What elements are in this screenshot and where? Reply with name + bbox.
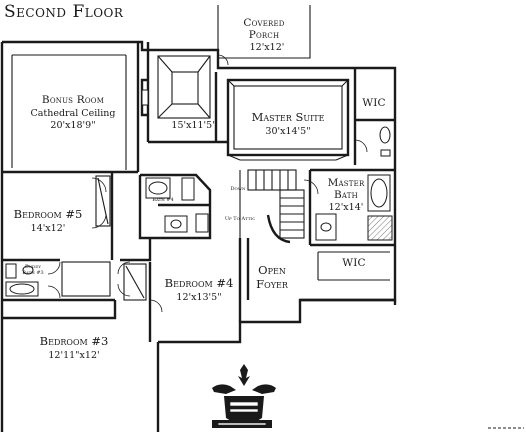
master-suite-dims: 30'x14'5" [265, 126, 310, 137]
bedroom4-dims: 12'x13'5" [176, 292, 221, 303]
covered-porch-label-2: Porch [249, 29, 280, 41]
covered-porch-dims: 12'x12' [250, 42, 285, 53]
sitting-room-dims: 15'x11'5" [171, 120, 216, 131]
bath4-label: Bath #4 [152, 197, 173, 203]
plan-title: Second Floor [4, 2, 124, 22]
bonus-room-note: Cathedral Ceiling [30, 108, 115, 119]
master-bath-dims: 12'x14' [329, 202, 364, 213]
master-suite-label: Master Suite [252, 110, 325, 124]
exterior-walls [0, 5, 397, 432]
bedroom3-label: Bedroom #3 [40, 334, 109, 348]
buddy-bath-label-1: Buddy [25, 264, 41, 270]
wic-top-label: WIC [362, 97, 386, 109]
bath-fixtures [5, 126, 393, 297]
bedroom3-dims: 12'11"x12' [48, 350, 99, 361]
room-labels: Covered Porch 12'x12' Bonus Room Cathedr… [14, 17, 386, 361]
bedroom5-label: Bedroom #5 [14, 207, 83, 221]
bedroom5-dims: 14'x12' [31, 223, 66, 234]
fireplace [140, 78, 149, 117]
buddy-bath-label-2: Bath #3 [22, 270, 43, 276]
bedroom4-label: Bedroom #4 [165, 276, 234, 290]
bonus-room-label: Bonus Room [42, 94, 104, 106]
open-foyer-label-2: Foyer [256, 277, 289, 291]
covered-porch-label-1: Covered [243, 17, 284, 29]
master-bath-label-2: Bath [334, 189, 358, 201]
bonus-room-dims: 20'x18'9" [50, 120, 95, 131]
open-foyer-label-1: Open [258, 263, 286, 277]
door-swings [47, 54, 368, 313]
sitting-room-ceiling [157, 55, 211, 119]
wic-bottom-label: WIC [342, 257, 366, 269]
closets [61, 175, 147, 301]
staircase [247, 169, 305, 244]
master-bath-label-1: Master [328, 177, 365, 189]
stairs-attic-label: Up To Attic [225, 216, 255, 222]
builder-crest-logo [212, 364, 276, 428]
stairs-down-label: Down [231, 186, 246, 192]
